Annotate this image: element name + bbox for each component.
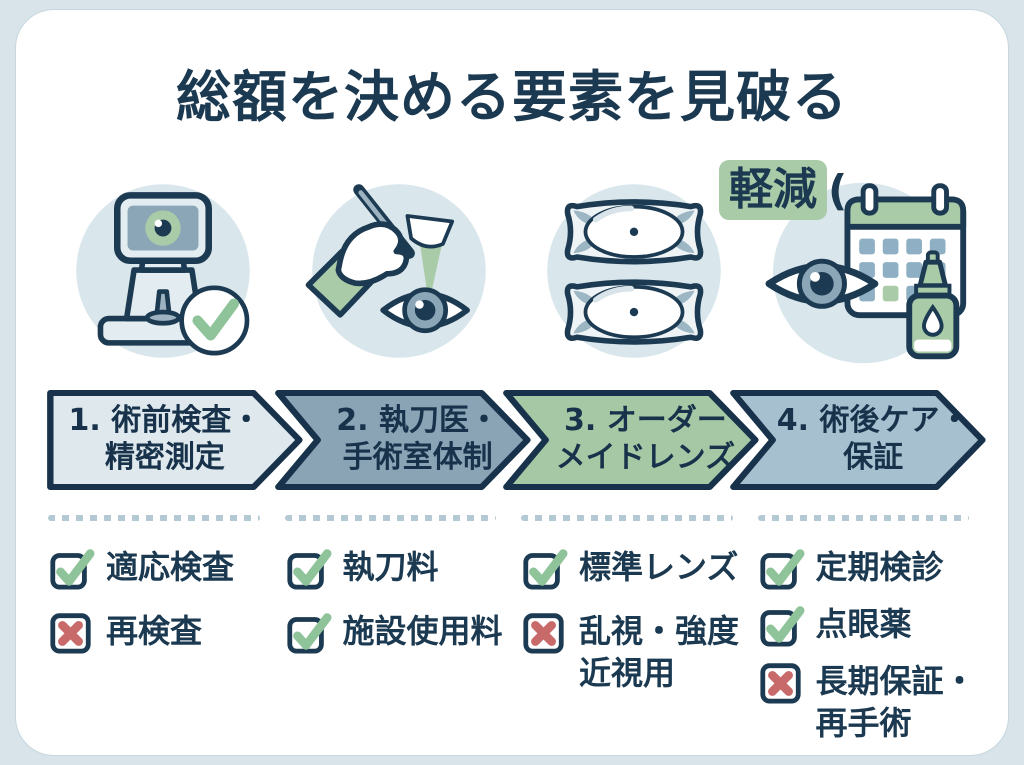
chevron-shape	[502, 390, 759, 490]
checklist-item: 執刀料	[285, 543, 506, 591]
checklist-item-label: 執刀料	[342, 548, 439, 586]
checklist-item: 再検査	[48, 607, 269, 655]
checklist-item: 適応検査	[48, 543, 269, 591]
checklist-item-label: 長期保証・ 再手術	[815, 662, 976, 742]
checklist-column-2: 執刀料 施設使用料	[284, 515, 506, 744]
step-2-line2: 手術室体制	[342, 440, 493, 475]
checkbox-check-icon	[48, 543, 94, 591]
checklist-item: 標準レンズ	[521, 543, 742, 591]
chevron-shape	[730, 390, 986, 490]
checkbox-check-icon	[285, 543, 331, 591]
checkbox-check-icon	[758, 600, 804, 648]
checklist-item-label: 施設使用料	[342, 612, 503, 650]
checklist-column-3: 標準レンズ 乱視・強度 近視用	[521, 515, 742, 744]
dashed-divider	[757, 515, 970, 521]
checklist-item: 長期保証・ 再手術	[758, 657, 979, 744]
step-3-chevron: 3. オーダー メイドレンズ	[501, 388, 761, 492]
custom-icl-lenses-icon	[547, 184, 722, 358]
dashed-divider	[48, 515, 260, 521]
icon-cell-3	[517, 158, 753, 382]
steps-row: 1. 術前検査・ 精密測定 2. 執刀医・ 手術室体制 3. オーダー メイドレ…	[45, 388, 988, 492]
chevron-shape	[47, 390, 303, 490]
checklist-item-label: 乱視・強度 近視用	[579, 612, 740, 692]
checklist-item: 施設使用料	[285, 607, 506, 655]
checkbox-check-icon	[285, 607, 331, 655]
checklist-item: 点眼薬	[758, 600, 979, 648]
dashed-divider	[521, 515, 733, 521]
chevron-shape	[274, 390, 531, 490]
checklist-column-4: 定期検診 点眼薬 長期保証・ 再手術	[757, 515, 979, 744]
step-4-line1: 4. 術後ケア・	[776, 403, 970, 439]
step-2-label: 2. 執刀医・ 手術室体制	[273, 388, 533, 492]
checklist-columns: 適応検査 再検査 執刀料 施設使用料	[48, 515, 978, 744]
reduction-badge: 軽減 (	[719, 160, 848, 221]
step-4-line2: 保証	[843, 440, 904, 475]
icon-cell-4	[752, 158, 988, 382]
checklist-item-label: 標準レンズ	[579, 548, 739, 586]
checkbox-check-icon	[521, 543, 567, 591]
checkbox-cross-icon	[758, 657, 804, 705]
reduction-badge-label: 軽減	[719, 160, 827, 221]
surgeon-hand-scalpel-eye-icon	[305, 184, 486, 358]
reduction-badge-suffix: (	[828, 165, 848, 215]
step-3-label: 3. オーダー メイドレンズ	[501, 388, 761, 492]
checklist-item-label: 適応検査	[106, 548, 235, 586]
pre-surgery-exam-machine-icon	[76, 184, 250, 358]
step-2-line1: 2. 執刀医・	[336, 403, 499, 439]
aftercare-calendar-eyedrops-icon	[765, 182, 967, 364]
dashed-divider	[284, 515, 497, 521]
checklist-column-1: 適応検査 再検査	[48, 515, 269, 744]
checkbox-cross-icon	[521, 607, 567, 655]
step-4-chevron: 4. 術後ケア・ 保証	[728, 388, 988, 492]
step-3-line2: メイドレンズ	[555, 440, 736, 475]
checklist-item: 乱視・強度 近視用	[521, 607, 742, 694]
checklist-item-label: 定期検診	[815, 548, 944, 586]
step-4-label: 4. 術後ケア・ 保証	[728, 388, 988, 492]
step-1-line1: 1. 術前検査・	[68, 403, 262, 439]
step-1-line2: 精密測定	[104, 440, 225, 475]
page-title: 総額を決める要素を見破る	[175, 65, 848, 129]
icon-cell-1	[45, 158, 281, 382]
checklist-item-label: 再検査	[106, 612, 203, 650]
step-1-chevron: 1. 術前検査・ 精密測定	[45, 388, 305, 492]
checklist-item-label: 点眼薬	[815, 605, 912, 643]
checkbox-check-icon	[758, 543, 804, 591]
step-2-chevron: 2. 執刀医・ 手術室体制	[273, 388, 533, 492]
icons-row: 軽減 (	[45, 158, 988, 382]
checkbox-cross-icon	[48, 607, 94, 655]
step-3-line1: 3. オーダー	[564, 403, 727, 439]
step-1-label: 1. 術前検査・ 精密測定	[45, 388, 305, 492]
icon-cell-2	[281, 158, 517, 382]
infographic-card: 総額を決める要素を見破る	[16, 10, 1008, 755]
checklist-item: 定期検診	[758, 543, 979, 591]
